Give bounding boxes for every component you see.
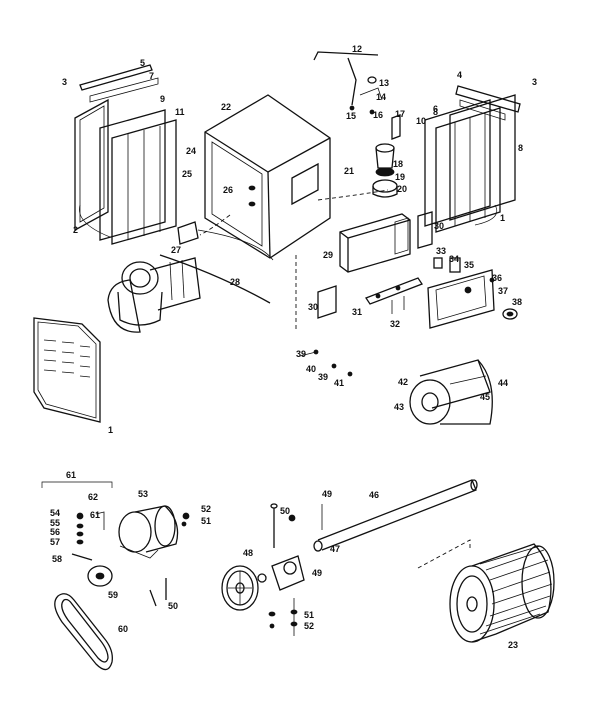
pulley-bearing-assembly (221, 479, 478, 636)
callout-43: 43 (394, 402, 404, 412)
callout-58: 58 (52, 554, 62, 564)
callout-6: 6 (433, 104, 438, 114)
callout-47: 47 (330, 544, 340, 554)
callout-52-a: 52 (201, 504, 211, 514)
callout-41: 41 (334, 378, 344, 388)
callout-39-b: 39 (318, 372, 328, 382)
callout-50-b: 50 (168, 601, 178, 611)
callout-36: 36 (492, 273, 502, 283)
blower-wheel (417, 539, 555, 643)
callout-45: 45 (480, 392, 490, 402)
callout-13: 13 (379, 78, 389, 88)
water-pump (372, 143, 398, 198)
right-filter-assembly (424, 85, 521, 233)
callout-4: 4 (457, 70, 462, 80)
callout-61-a: 61 (66, 470, 76, 480)
callout-42: 42 (398, 377, 408, 387)
callout-54: 54 (50, 508, 60, 518)
callout-12: 12 (352, 44, 362, 54)
motor-assembly-61 (41, 481, 190, 607)
callout-16: 16 (373, 110, 383, 120)
callout-22: 22 (221, 102, 231, 112)
callout-53: 53 (138, 489, 148, 499)
callout-51-a: 51 (201, 516, 211, 526)
callout-32: 32 (390, 319, 400, 329)
callout-2: 2 (73, 225, 78, 235)
callout-52-b: 52 (304, 621, 314, 631)
switch-panel (427, 257, 518, 329)
float-rod-assembly (313, 51, 401, 140)
callout-17: 17 (395, 109, 405, 119)
callout-3-a: 3 (62, 77, 67, 87)
blower-housing (409, 359, 493, 425)
callout-60: 60 (118, 624, 128, 634)
callout-55: 55 (50, 518, 60, 528)
callout-49-b: 49 (312, 568, 322, 578)
callout-50-a: 50 (280, 506, 290, 516)
callout-7: 7 (149, 71, 154, 81)
callout-labels: 1 1 2 3 3 4 5 6 7 8 8 9 10 11 12 13 14 1… (50, 44, 537, 650)
callout-56: 56 (50, 527, 60, 537)
callout-62: 62 (88, 492, 98, 502)
callout-46: 46 (369, 490, 379, 500)
callout-20: 20 (397, 184, 407, 194)
callout-39-a: 39 (296, 349, 306, 359)
callout-18: 18 (393, 159, 403, 169)
control-box (317, 211, 433, 319)
callout-59: 59 (108, 590, 118, 600)
callout-30-b: 30 (308, 302, 318, 312)
callout-27: 27 (171, 245, 181, 255)
left-filter-assembly (74, 64, 177, 245)
callout-23: 23 (508, 640, 518, 650)
callout-19: 19 (395, 172, 405, 182)
callout-9: 9 (160, 94, 165, 104)
callout-21: 21 (344, 166, 354, 176)
callout-26: 26 (223, 185, 233, 195)
callout-25: 25 (182, 169, 192, 179)
hardware-39-41 (299, 349, 353, 377)
drive-belt (54, 593, 113, 671)
callout-1-a: 1 (500, 213, 505, 223)
callout-35: 35 (464, 260, 474, 270)
callout-33: 33 (436, 246, 446, 256)
callout-37: 37 (498, 286, 508, 296)
callout-40: 40 (306, 364, 316, 374)
callout-49-a: 49 (322, 489, 332, 499)
blower-motor (107, 221, 274, 333)
callout-1-b: 1 (108, 425, 113, 435)
cabinet (199, 94, 389, 330)
callout-48: 48 (243, 548, 253, 558)
callout-31: 31 (352, 307, 362, 317)
callout-8-a: 8 (433, 107, 438, 117)
callout-57: 57 (50, 537, 60, 547)
side-panel (33, 317, 101, 423)
callout-44: 44 (498, 378, 508, 388)
callout-51-b: 51 (304, 610, 314, 620)
callout-11: 11 (175, 107, 185, 117)
callout-38: 38 (512, 297, 522, 307)
callout-30-a: 30 (434, 221, 444, 231)
callout-15: 15 (346, 111, 356, 121)
callout-29: 29 (323, 250, 333, 260)
callout-34: 34 (449, 254, 459, 264)
callout-14: 14 (376, 92, 386, 102)
callout-28: 28 (230, 277, 240, 287)
callout-10: 10 (416, 116, 426, 126)
callout-61-b: 61 (90, 510, 100, 520)
callout-3-b: 3 (532, 77, 537, 87)
callout-8-b: 8 (518, 143, 523, 153)
callout-5: 5 (140, 58, 145, 68)
callout-24: 24 (186, 146, 196, 156)
